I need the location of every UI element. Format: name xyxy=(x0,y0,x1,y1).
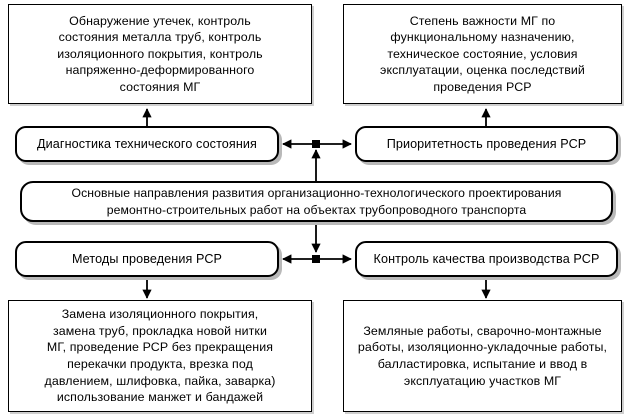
node-central-main-directions-label: Основные направления развития организаци… xyxy=(71,185,562,217)
node-construction-works-list: Земляные работы, сварочно-монтажные рабо… xyxy=(343,300,622,412)
node-repair-works-list: Замена изоляционного покрытия, замена тр… xyxy=(8,300,312,412)
node-importance-assessment-label: Степень важности МГ по функциональному н… xyxy=(380,13,585,94)
node-production-quality-control-label: Контроль качества производства РСР xyxy=(373,252,600,266)
node-production-quality-control: Контроль качества производства РСР xyxy=(355,241,618,277)
node-leak-detection-monitoring-label: Обнаружение утечек, контроль состояния м… xyxy=(57,13,263,94)
node-importance-assessment: Степень важности МГ по функциональному н… xyxy=(343,4,622,104)
node-rsr-methods-label: Методы проведения РСР xyxy=(71,252,223,266)
node-leak-detection-monitoring: Обнаружение утечек, контроль состояния м… xyxy=(8,4,312,104)
node-technical-state-diagnostics: Диагностика технического состояния xyxy=(15,126,279,162)
node-central-main-directions: Основные направления развития организаци… xyxy=(20,181,613,222)
upper-junction-node xyxy=(312,140,320,148)
node-rsr-priority-label: Приоритетность проведения РСР xyxy=(386,137,587,151)
node-construction-works-list-label: Земляные работы, сварочно-монтажные рабо… xyxy=(357,323,608,388)
node-repair-works-list-label: Замена изоляционного покрытия, замена тр… xyxy=(44,307,276,405)
node-rsr-priority: Приоритетность проведения РСР xyxy=(355,126,618,162)
node-rsr-methods: Методы проведения РСР xyxy=(15,241,279,277)
lower-junction-node xyxy=(312,255,320,263)
node-technical-state-diagnostics-label: Диагностика технического состояния xyxy=(37,137,257,151)
